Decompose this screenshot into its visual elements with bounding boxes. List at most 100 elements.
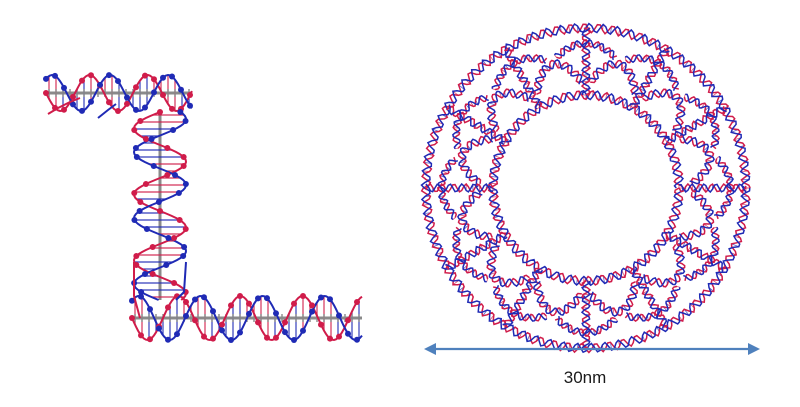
nucleotide-bead: [151, 76, 157, 83]
nucleotide-bead: [228, 302, 234, 309]
nucleotide-bead: [133, 253, 140, 259]
nucleotide-bead: [309, 308, 315, 315]
nucleotide-bead: [246, 310, 252, 317]
nucleotide-bead: [264, 295, 270, 302]
corner-strand-blue: [175, 261, 187, 301]
base-pair: [505, 234, 508, 238]
scale-bar-right-arrowhead: [748, 343, 760, 355]
nucleotide-bead: [181, 244, 188, 250]
nucleotide-bead: [129, 297, 135, 304]
nucleotide-bead: [336, 333, 342, 340]
base-pair: [545, 315, 548, 319]
nucleotide-bead: [300, 293, 306, 300]
strand-blue: [685, 93, 720, 149]
nucleotide-bead: [157, 109, 163, 115]
nucleotide-bead: [142, 72, 148, 79]
nucleotide-bead: [88, 98, 94, 105]
nucleotide-bead: [136, 208, 143, 214]
strand-blue: [580, 280, 592, 349]
nucleotide-bead: [160, 91, 166, 98]
scallop-arc: [678, 188, 715, 242]
strand-blue: [502, 269, 544, 326]
nucleotide-bead: [327, 335, 333, 342]
nucleotide-bead: [147, 336, 153, 343]
radial-spoke-duplex: [425, 182, 494, 194]
nucleotide-bead: [164, 172, 171, 178]
nucleotide-bead: [160, 74, 166, 81]
strand-blue: [713, 155, 736, 217]
nucleotide-bead: [176, 217, 183, 223]
strand-red: [452, 95, 488, 149]
outer-scallop-arc: [451, 226, 489, 283]
strand-blue: [678, 182, 747, 194]
strand-red: [457, 135, 493, 184]
strand-blue: [640, 88, 686, 131]
strand-blue: [553, 38, 615, 61]
nucleotide-bead: [150, 163, 157, 169]
nucleotide-bead: [97, 81, 103, 88]
nucleotide-bead: [354, 299, 360, 306]
scallop-arc: [457, 134, 494, 188]
nucleotide-bead: [142, 136, 149, 142]
strand-blue: [445, 233, 508, 270]
radial-spoke-duplex: [504, 47, 543, 110]
strand-blue: [643, 242, 686, 288]
nucleotide-bead: [291, 336, 297, 343]
nucleotide-bead: [88, 72, 94, 79]
strand-red: [486, 243, 530, 288]
radial-spoke-duplex: [580, 280, 592, 349]
nucleotide-bead: [187, 91, 193, 98]
strand-red: [642, 88, 686, 133]
base-pair: [455, 147, 459, 150]
nucleotide-bead: [79, 77, 85, 84]
corner-strand-red: [133, 262, 141, 319]
inner-ring-duplex: [487, 89, 685, 287]
nucleotide-bead: [131, 127, 138, 133]
strand-red: [679, 136, 715, 185]
strand-blue: [678, 188, 714, 242]
strand-blue: [425, 182, 494, 194]
scallop-arc: [640, 88, 686, 133]
strand-blue: [132, 111, 187, 301]
base-pair: [492, 88, 496, 90]
nucleotide-bead: [318, 294, 324, 301]
nucleotide-bead: [282, 329, 288, 336]
strand-blue: [664, 106, 727, 143]
nucleotide-bead: [228, 336, 234, 343]
nucleotide-bead: [182, 181, 189, 187]
base-pair: [632, 266, 636, 269]
scale-bar: [424, 343, 760, 355]
nucleotide-bead: [131, 190, 138, 196]
strand-blue: [458, 134, 494, 188]
nucleotide-bead: [246, 300, 252, 307]
outer-scallop-arc: [436, 156, 459, 221]
nucleotide-bead: [345, 330, 351, 337]
strand-blue: [628, 50, 670, 107]
l-shaped-dna-motif: [43, 72, 363, 343]
nucleotide-bead: [156, 325, 162, 332]
nucleotide-bead: [345, 317, 351, 324]
strand-blue: [532, 59, 583, 94]
nucleotide-bead: [138, 293, 144, 300]
nucleotide-bead: [237, 293, 243, 300]
nucleotide-bead: [132, 145, 139, 151]
nucleotide-bead: [237, 329, 243, 336]
strand-red: [533, 281, 582, 317]
nucleotide-bead: [183, 299, 189, 306]
radial-spoke-duplex: [580, 27, 592, 96]
nucleotide-bead: [157, 208, 163, 214]
dna-ring-assembly: [420, 22, 751, 354]
nucleotide-bead: [124, 94, 130, 101]
nucleotide-bead: [174, 331, 180, 338]
nucleotide-bead: [52, 72, 58, 79]
radial-spoke-duplex: [628, 47, 670, 109]
base-pair: [684, 94, 686, 98]
vertical-duplex: [131, 109, 189, 301]
strand-blue: [683, 226, 720, 282]
base-pair: [486, 278, 488, 282]
strand-red: [493, 286, 547, 322]
scale-bar-left-arrowhead: [424, 343, 436, 355]
outer-scallop-arc: [624, 54, 680, 91]
nucleotide-bead: [79, 107, 85, 114]
